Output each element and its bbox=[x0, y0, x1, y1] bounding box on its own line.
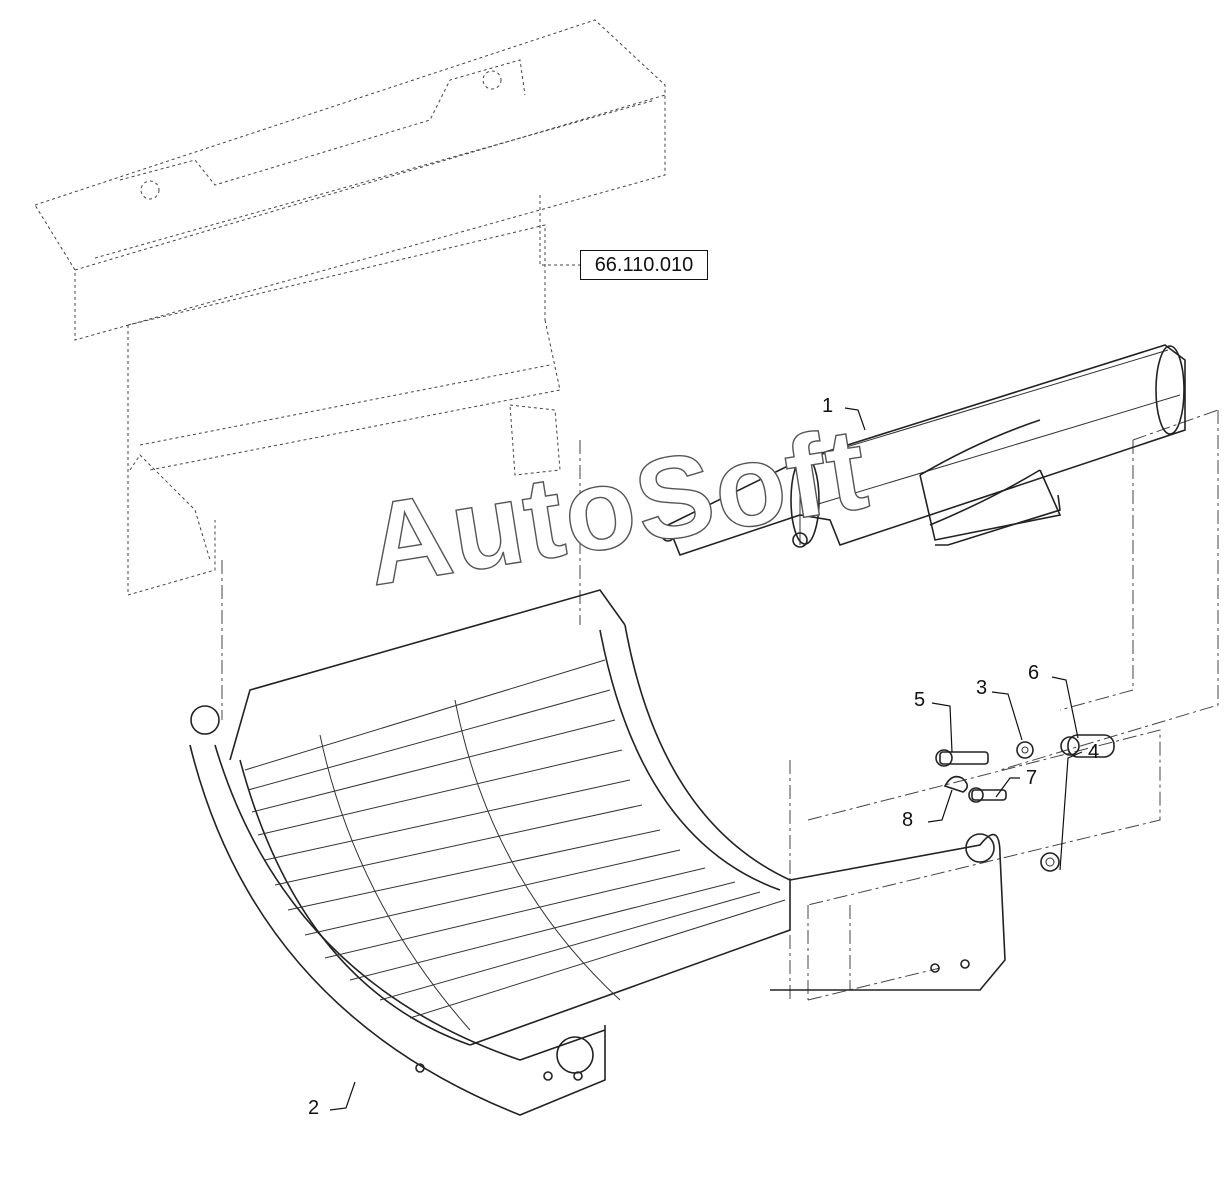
callout-6: 6 bbox=[1028, 662, 1040, 684]
callout-2: 2 bbox=[308, 1097, 320, 1119]
callout-4: 4 bbox=[1088, 741, 1100, 763]
reference-link-66-110-010[interactable]: 66.110.010 bbox=[580, 250, 708, 280]
callout-1: 1 bbox=[822, 395, 834, 417]
callout-5: 5 bbox=[914, 689, 926, 711]
part-1-bar-assembly bbox=[661, 344, 1186, 556]
callout-7: 7 bbox=[1026, 767, 1038, 789]
part-6-pin bbox=[1067, 734, 1115, 758]
part-5-bolt bbox=[939, 751, 989, 765]
grate-bars bbox=[244, 659, 786, 1031]
callout-8: 8 bbox=[902, 809, 914, 831]
part-7-bolt bbox=[971, 789, 1007, 801]
callout-3: 3 bbox=[976, 677, 988, 699]
reference-housing-outline bbox=[34, 19, 666, 596]
right-side-plate bbox=[770, 833, 1006, 991]
part-8-clip bbox=[943, 775, 969, 793]
reference-leader-line bbox=[539, 195, 580, 266]
hardware-parts bbox=[935, 734, 1115, 872]
part-3-washer bbox=[1016, 741, 1034, 759]
part-4-bushing bbox=[1040, 852, 1060, 872]
callout-leaders bbox=[329, 407, 1083, 1111]
part-2-concave-grate bbox=[189, 589, 791, 1116]
